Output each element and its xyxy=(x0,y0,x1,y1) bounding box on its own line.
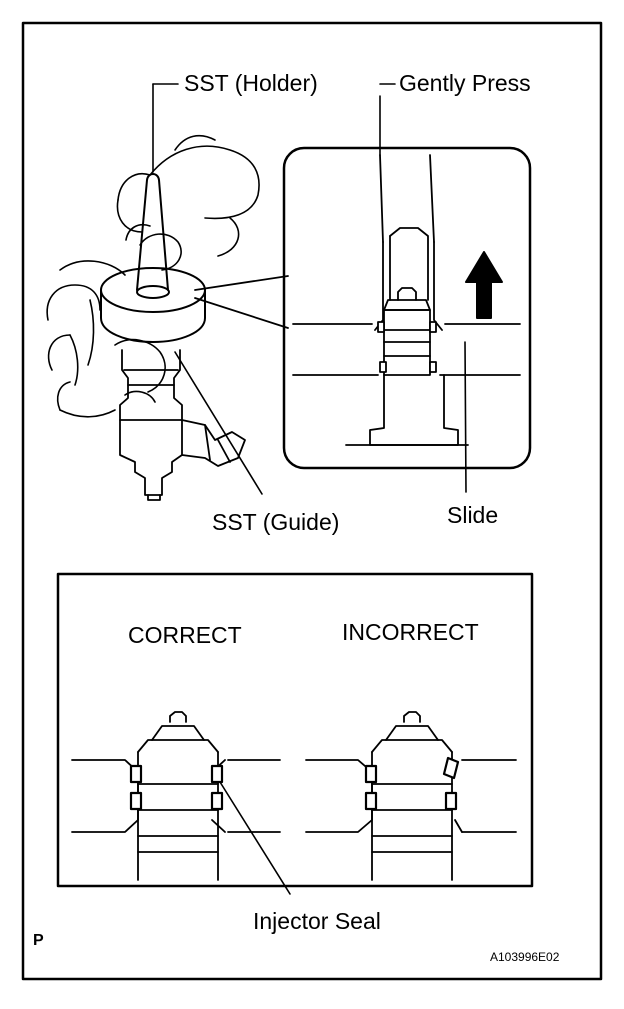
label-gently-press: Gently Press xyxy=(399,70,531,96)
callout-line-bottom xyxy=(194,297,289,329)
label-sst-holder: SST (Holder) xyxy=(184,70,318,96)
page-marker: P xyxy=(33,932,44,949)
hands-illustration xyxy=(46,134,260,418)
callout-line-top xyxy=(194,275,289,291)
correct-diagram xyxy=(71,711,281,881)
incorrect-diagram xyxy=(305,711,517,881)
zoom-callout-box xyxy=(282,146,532,470)
outer-frame xyxy=(21,21,603,981)
up-arrow-icon xyxy=(465,251,503,319)
slide-leader-line xyxy=(464,341,467,493)
injector-body xyxy=(119,349,246,501)
label-correct: CORRECT xyxy=(128,622,242,648)
guide-leader-line xyxy=(174,351,263,495)
sst-holder xyxy=(136,83,179,291)
comparison-panel xyxy=(56,572,534,888)
label-incorrect: INCORRECT xyxy=(342,619,479,645)
sst-guide xyxy=(100,267,206,343)
label-injector-seal: Injector Seal xyxy=(253,908,381,934)
displaced-seal xyxy=(442,756,460,780)
seal-leader-line xyxy=(219,781,291,895)
figure-code: A103996E02 xyxy=(490,950,560,964)
label-slide: Slide xyxy=(447,502,499,528)
zoom-detail xyxy=(292,83,521,493)
label-sst-guide: SST (Guide) xyxy=(212,509,340,535)
